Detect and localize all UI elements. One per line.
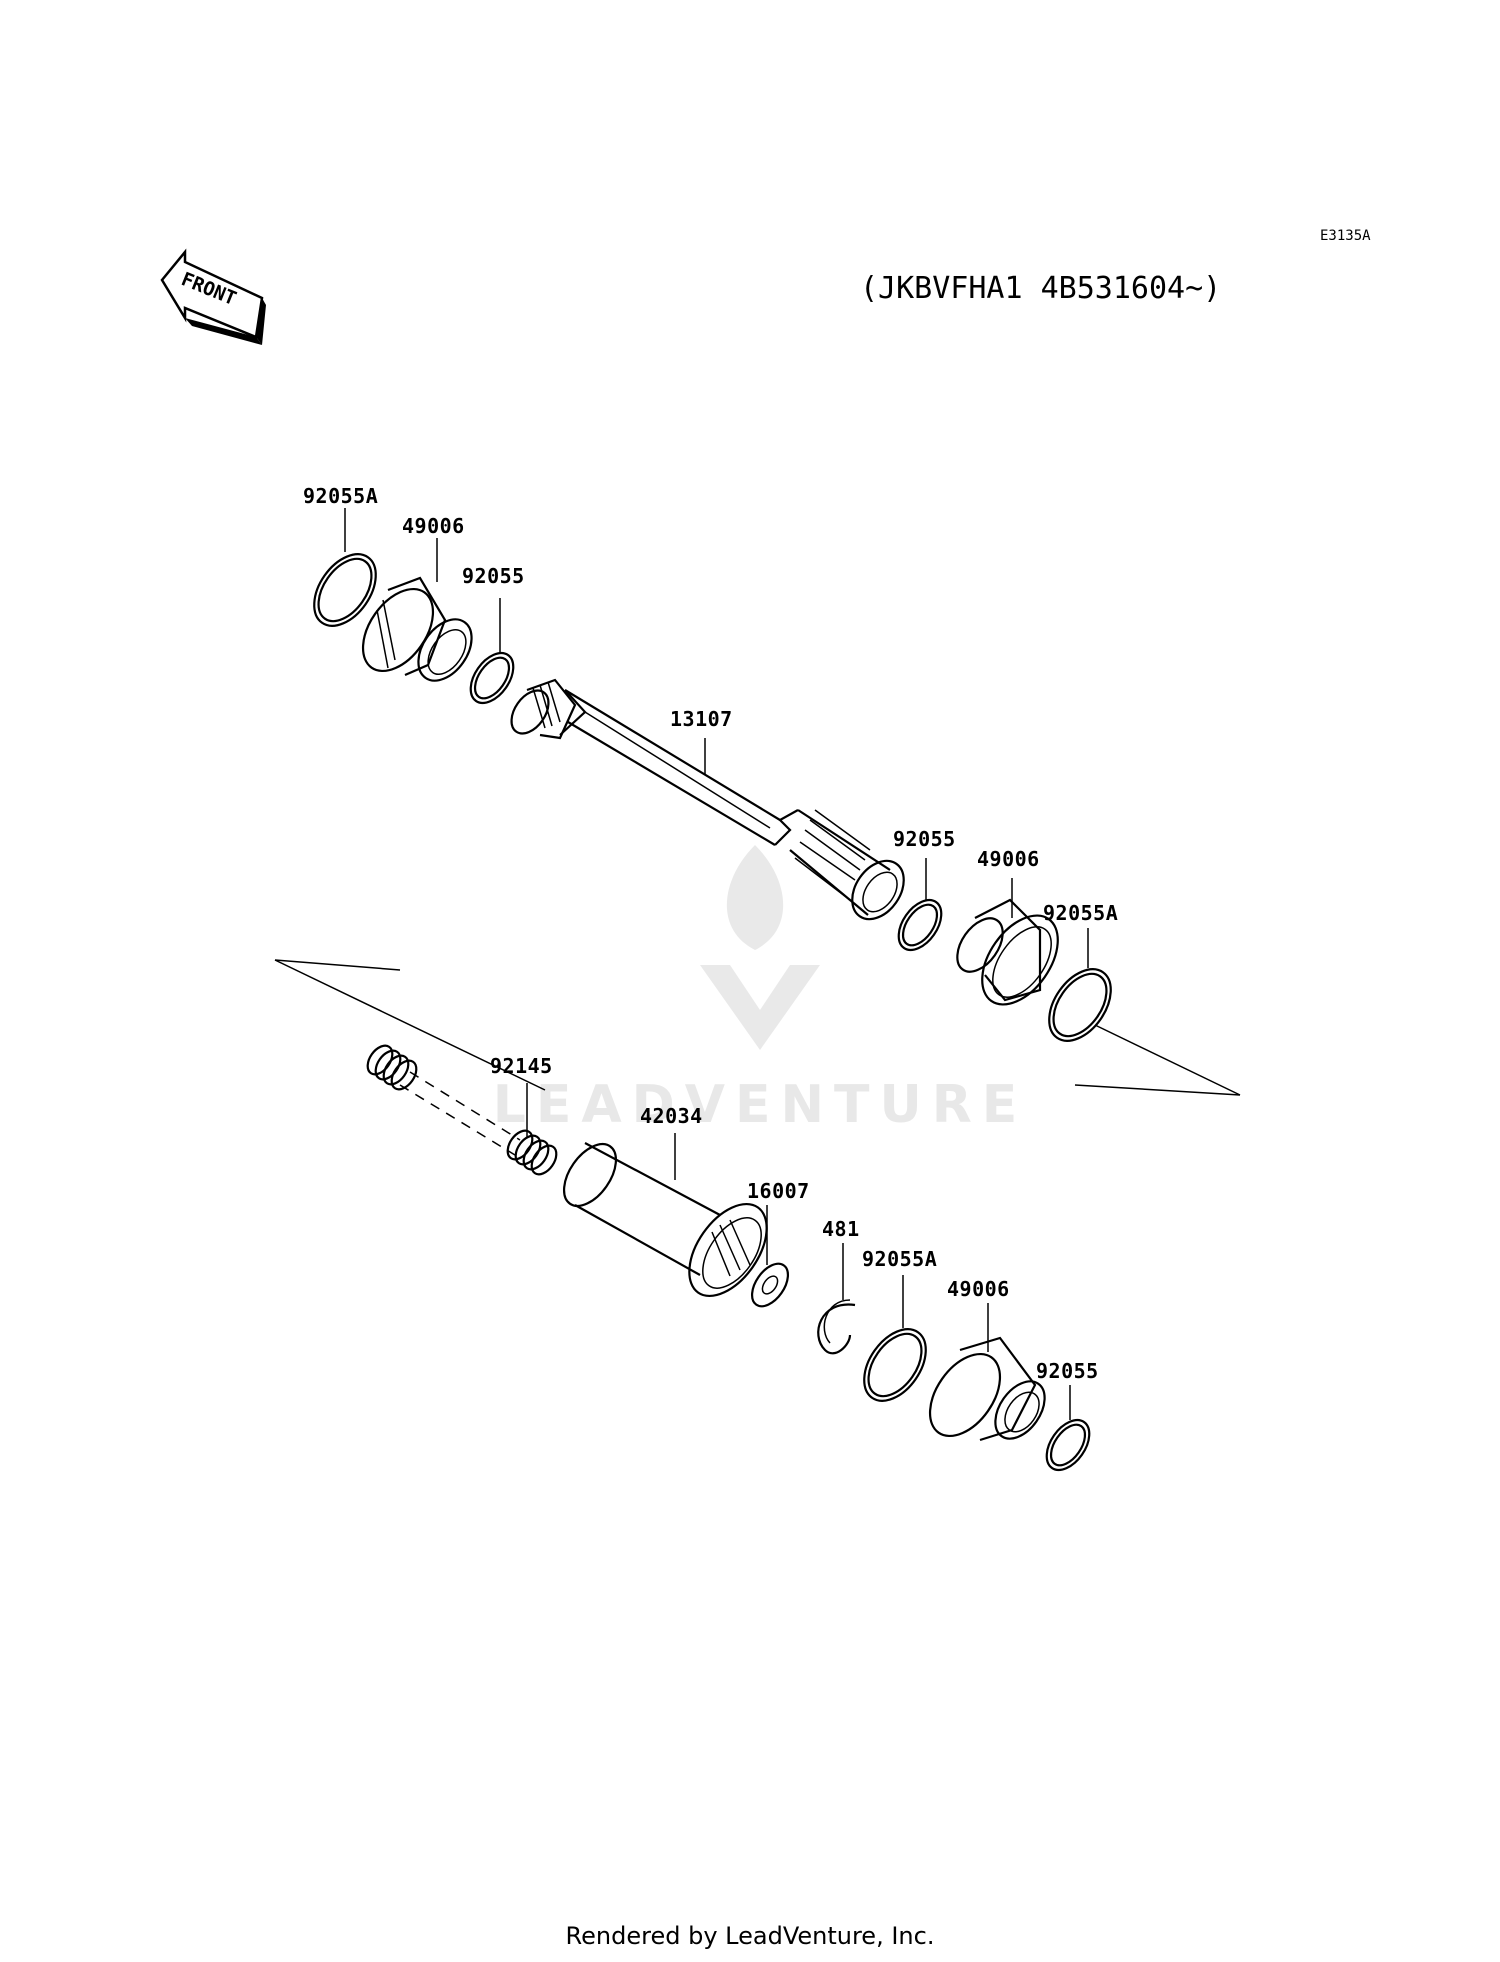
- callout-49006-lower: 49006: [947, 1277, 1010, 1301]
- coupling-42034: [562, 1142, 768, 1298]
- washer-16007: [750, 1262, 790, 1308]
- spring-92145-right: [506, 1129, 558, 1176]
- callout-92055-upper-left: 92055: [462, 564, 525, 588]
- assembly-bracket: [274, 959, 1241, 1096]
- flame-logo-watermark: [700, 845, 820, 1050]
- spring-92145-left: [366, 1044, 418, 1091]
- circlip-481: [817, 1299, 856, 1355]
- o-ring-92055a-right: [1048, 968, 1112, 1042]
- callout-92055-right: 92055: [893, 827, 956, 851]
- callout-49006-right: 49006: [977, 847, 1040, 871]
- callout-92055a-lower: 92055A: [862, 1247, 937, 1271]
- boot-49006-lower: [928, 1336, 1046, 1442]
- serial-range: (JKBVFHA1 4B531604~): [860, 271, 1221, 306]
- callout-42034: 42034: [640, 1104, 703, 1128]
- o-ring-92055a-lower: [863, 1328, 927, 1402]
- footer-credit: Rendered by LeadVenture, Inc.: [565, 1922, 935, 1950]
- boot-49006-upper-right: [956, 898, 1059, 1006]
- boot-49006-upper-left: [361, 576, 473, 682]
- callout-13107: 13107: [670, 707, 733, 731]
- callout-16007: 16007: [747, 1179, 810, 1203]
- o-ring-92055-upper: [469, 651, 515, 705]
- watermark: LEADVENTURE: [493, 845, 1028, 1135]
- front-arrow-icon: FRONT: [160, 248, 266, 345]
- callout-92055a-upper-left: 92055A: [303, 484, 378, 508]
- leader-lines: [344, 508, 1089, 1420]
- callout-481: 481: [822, 1217, 860, 1241]
- shaft-13107: [510, 678, 905, 921]
- callout-92055-lower: 92055: [1036, 1359, 1099, 1383]
- diagram-code: E3135A: [1320, 228, 1371, 244]
- callout-92055a-right: 92055A: [1043, 901, 1118, 925]
- callout-92145: 92145: [490, 1054, 553, 1078]
- watermark-text: LEADVENTURE: [493, 1075, 1028, 1135]
- spring-dashed-line: [399, 1071, 521, 1156]
- o-ring-92055-lower: [1045, 1418, 1091, 1472]
- callout-49006-upper-left: 49006: [402, 514, 465, 538]
- o-ring-92055a-upper: [313, 553, 377, 627]
- o-ring-92055-right: [897, 898, 943, 952]
